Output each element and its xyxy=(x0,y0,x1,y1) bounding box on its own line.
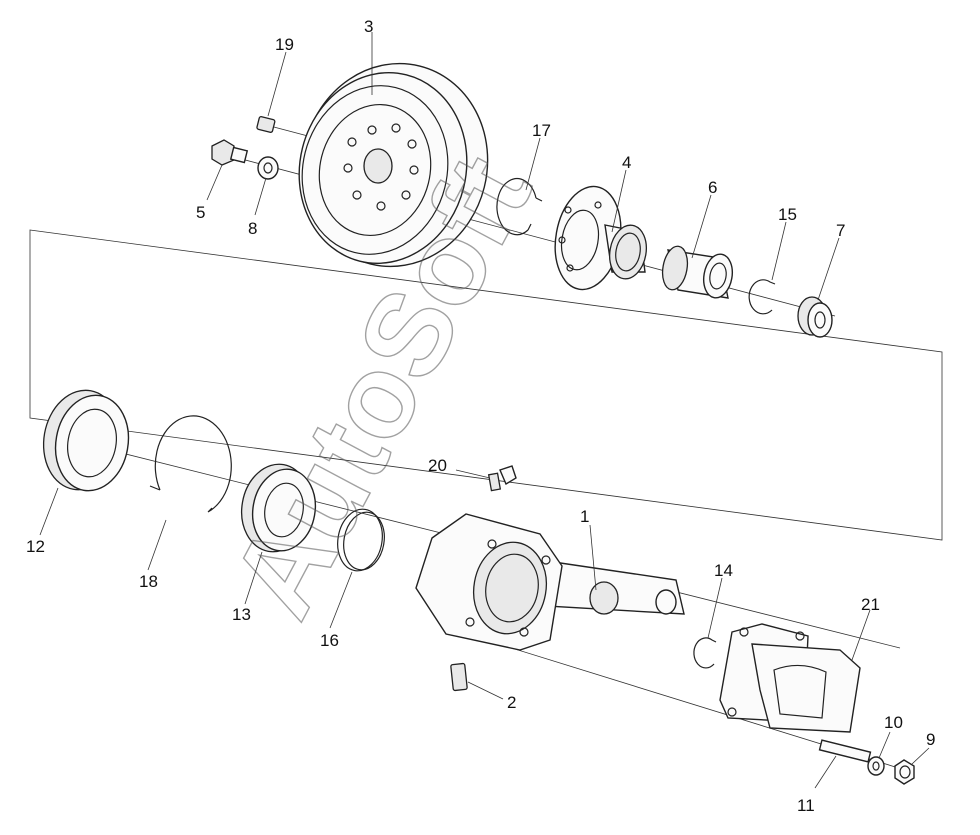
callout-5: 5 xyxy=(196,203,205,222)
stud-part-11 xyxy=(818,739,872,763)
leader-12 xyxy=(39,487,59,536)
snap-ring-part-14 xyxy=(693,637,717,669)
washer-part-10 xyxy=(867,756,885,776)
wheel-drum-part-3 xyxy=(298,62,489,268)
callout-4: 4 xyxy=(622,153,631,172)
snap-ring-part-15 xyxy=(748,279,776,315)
leader-21 xyxy=(851,609,871,661)
callout-16: 16 xyxy=(320,631,339,650)
callout-11: 11 xyxy=(797,796,815,815)
leader-11 xyxy=(814,755,837,789)
grease-nipple-part-20 xyxy=(487,465,517,492)
circlip-part-18 xyxy=(149,415,232,513)
leader-8 xyxy=(254,177,267,216)
bearing-part-12 xyxy=(42,389,130,492)
callout-1: 1 xyxy=(580,507,589,526)
leader-14 xyxy=(707,577,723,639)
callout-14: 14 xyxy=(714,561,733,580)
leader-20 xyxy=(455,469,491,479)
washer-part-8 xyxy=(257,156,279,180)
leader-16 xyxy=(329,571,353,629)
splined-sleeve-part-6 xyxy=(661,245,734,299)
callout-17: 17 xyxy=(532,121,551,140)
leader-10 xyxy=(878,731,891,759)
callout-20: 20 xyxy=(428,456,447,475)
callout-3: 3 xyxy=(364,17,373,36)
gear-part-7 xyxy=(797,296,833,338)
callout-7: 7 xyxy=(836,221,845,240)
nut-part-9 xyxy=(894,759,915,785)
knuckle-housing-part-1 xyxy=(415,513,685,651)
cover-housing-part-21 xyxy=(719,623,861,733)
callout-13: 13 xyxy=(232,605,251,624)
callout-12: 12 xyxy=(26,537,45,556)
leader-4 xyxy=(611,169,627,233)
leader-15 xyxy=(771,221,787,281)
leader-13 xyxy=(244,551,263,605)
callout-21: 21 xyxy=(861,595,880,614)
leader-7 xyxy=(817,237,840,301)
leader-5 xyxy=(206,164,223,201)
callout-8: 8 xyxy=(248,219,257,238)
callout-2: 2 xyxy=(507,693,516,712)
leader-1 xyxy=(589,524,597,591)
bolt-part-5 xyxy=(211,139,249,166)
callout-10: 10 xyxy=(884,713,903,732)
snap-ring-part-17 xyxy=(496,178,543,236)
callout-6: 6 xyxy=(708,178,717,197)
pin-part-2 xyxy=(450,662,468,692)
callout-18: 18 xyxy=(139,572,158,591)
leader-17 xyxy=(525,137,541,191)
leader-9 xyxy=(911,747,930,765)
leader-18 xyxy=(147,519,167,571)
flange-hub-part-4 xyxy=(554,185,647,291)
fitting-part-19 xyxy=(256,116,276,133)
callout-19: 19 xyxy=(275,35,294,54)
seal-part-13 xyxy=(241,463,317,553)
ring-part-16 xyxy=(337,508,385,572)
assembly-plane-outline xyxy=(29,229,943,541)
callout-9: 9 xyxy=(926,730,935,749)
leader-2 xyxy=(467,681,504,700)
leader-6 xyxy=(691,194,712,259)
leader-19 xyxy=(267,51,287,117)
callout-15: 15 xyxy=(778,205,797,224)
